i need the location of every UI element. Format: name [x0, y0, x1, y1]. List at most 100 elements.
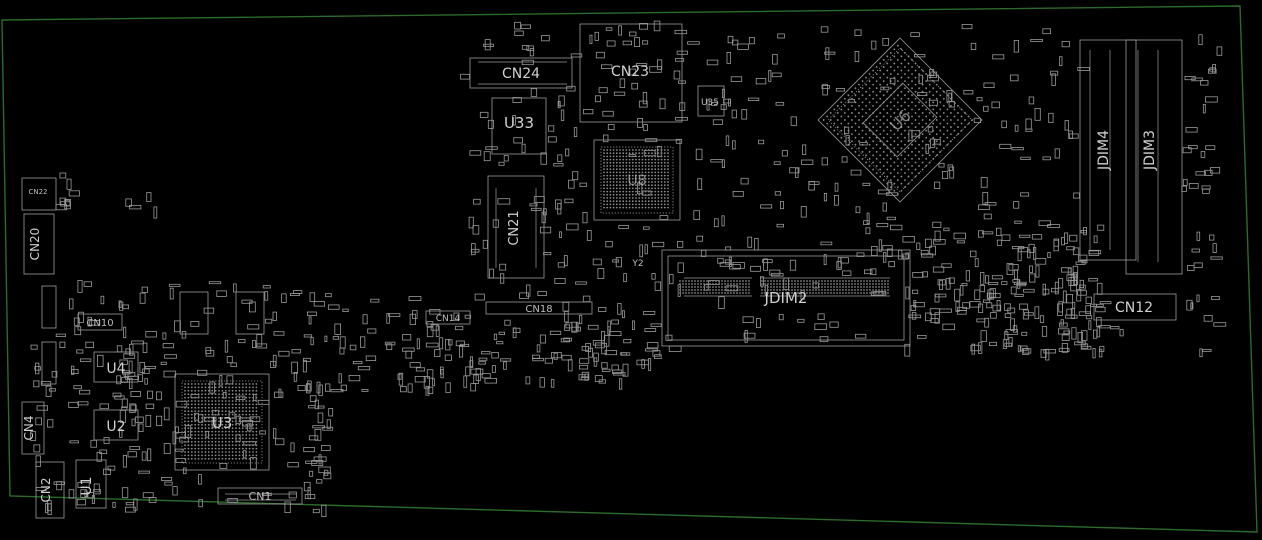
cn14-connector[interactable] — [425, 310, 471, 325]
smd-component — [1011, 147, 1024, 151]
smd-component — [482, 239, 488, 249]
smd-component — [728, 256, 732, 267]
header-left-b[interactable] — [41, 341, 57, 385]
smd-component — [203, 416, 217, 422]
smd-component — [145, 365, 157, 369]
smd-component — [965, 270, 971, 282]
smd-component — [1209, 67, 1217, 72]
smd-component — [976, 318, 986, 323]
u3-chip[interactable] — [174, 373, 270, 471]
smd-component — [962, 302, 970, 309]
smd-component — [988, 281, 999, 285]
u1-chip[interactable] — [75, 459, 107, 509]
cn24-connector[interactable] — [469, 57, 573, 89]
smd-component — [290, 442, 295, 453]
smd-component — [1047, 252, 1051, 259]
smd-component — [986, 302, 993, 309]
smd-component — [974, 258, 979, 268]
small-component-field — [30, 20, 1227, 518]
smd-component — [339, 336, 346, 349]
smd-component — [1077, 290, 1087, 296]
smd-component — [642, 92, 648, 105]
smd-component — [160, 476, 173, 481]
smd-component — [817, 313, 825, 320]
smd-component — [164, 354, 177, 359]
smd-component — [1013, 201, 1020, 209]
smd-component — [491, 365, 496, 373]
smd-component — [547, 136, 557, 143]
u35-chip[interactable] — [697, 85, 725, 117]
u8-chip[interactable] — [593, 139, 681, 221]
cn20-connector[interactable] — [23, 213, 55, 275]
smd-component — [991, 275, 1003, 280]
label-cn18: CN18 — [525, 304, 552, 315]
smd-component — [134, 416, 144, 423]
smd-component — [985, 275, 990, 284]
smd-component — [760, 204, 773, 209]
smd-component — [129, 446, 140, 450]
u6-cpu-socket[interactable] — [817, 37, 983, 203]
smd-component — [36, 405, 49, 411]
u4-chip[interactable] — [93, 351, 139, 383]
smd-component — [77, 482, 90, 488]
smd-component — [829, 321, 839, 328]
smd-component — [409, 362, 421, 368]
smd-component — [504, 319, 511, 326]
smd-component — [529, 203, 538, 207]
memory-chip-b[interactable] — [235, 291, 265, 335]
smd-component — [1034, 258, 1047, 265]
cn1-connector[interactable] — [217, 487, 303, 505]
smd-component — [519, 292, 529, 299]
smd-component — [769, 269, 781, 276]
cn4-connector[interactable] — [21, 401, 45, 455]
smd-component — [128, 377, 133, 389]
cn18-connector[interactable] — [485, 301, 593, 315]
smd-component — [198, 474, 202, 485]
smd-component — [947, 164, 954, 171]
smd-component — [233, 283, 237, 293]
smd-component — [983, 213, 992, 220]
smd-component — [760, 276, 764, 287]
smd-component — [1054, 148, 1060, 159]
smd-component — [540, 152, 547, 165]
smd-component — [541, 35, 550, 42]
smd-component — [607, 326, 611, 335]
header-left-a[interactable] — [41, 285, 57, 329]
cn2-connector[interactable] — [35, 461, 65, 519]
cn21-connector[interactable] — [487, 175, 545, 279]
u33-chip[interactable] — [491, 97, 547, 155]
smd-component — [1047, 224, 1060, 228]
smd-component — [999, 143, 1012, 149]
smd-component — [325, 293, 332, 298]
smd-component — [675, 117, 688, 121]
smd-component — [209, 381, 215, 394]
smd-component — [980, 271, 985, 285]
smd-component — [592, 258, 602, 266]
jdim3-slot[interactable] — [1125, 39, 1183, 275]
smd-component — [414, 376, 426, 383]
smd-component — [983, 105, 989, 112]
cn23-connector[interactable] — [579, 23, 683, 123]
smd-component — [877, 189, 890, 195]
smd-component — [78, 311, 84, 323]
jdim4-slot[interactable] — [1079, 39, 1137, 261]
smd-component — [483, 43, 494, 47]
smd-component — [773, 161, 781, 165]
smd-component — [470, 368, 484, 375]
smd-component — [623, 273, 627, 283]
smd-component — [559, 231, 562, 238]
memory-chip-a[interactable] — [179, 291, 209, 335]
smd-component — [928, 99, 938, 106]
cn12-connector[interactable] — [1093, 293, 1177, 321]
smd-component — [1098, 325, 1111, 329]
smd-component — [1034, 108, 1041, 121]
cn22-connector[interactable] — [21, 177, 57, 211]
smd-component — [949, 166, 955, 179]
smd-component — [992, 304, 1002, 312]
u2-chip[interactable] — [93, 409, 139, 441]
smd-component — [834, 194, 839, 206]
smd-component — [208, 281, 222, 285]
jdim2-slot[interactable] — [661, 249, 911, 347]
smd-component — [164, 481, 173, 486]
cn10-connector[interactable] — [77, 313, 123, 331]
